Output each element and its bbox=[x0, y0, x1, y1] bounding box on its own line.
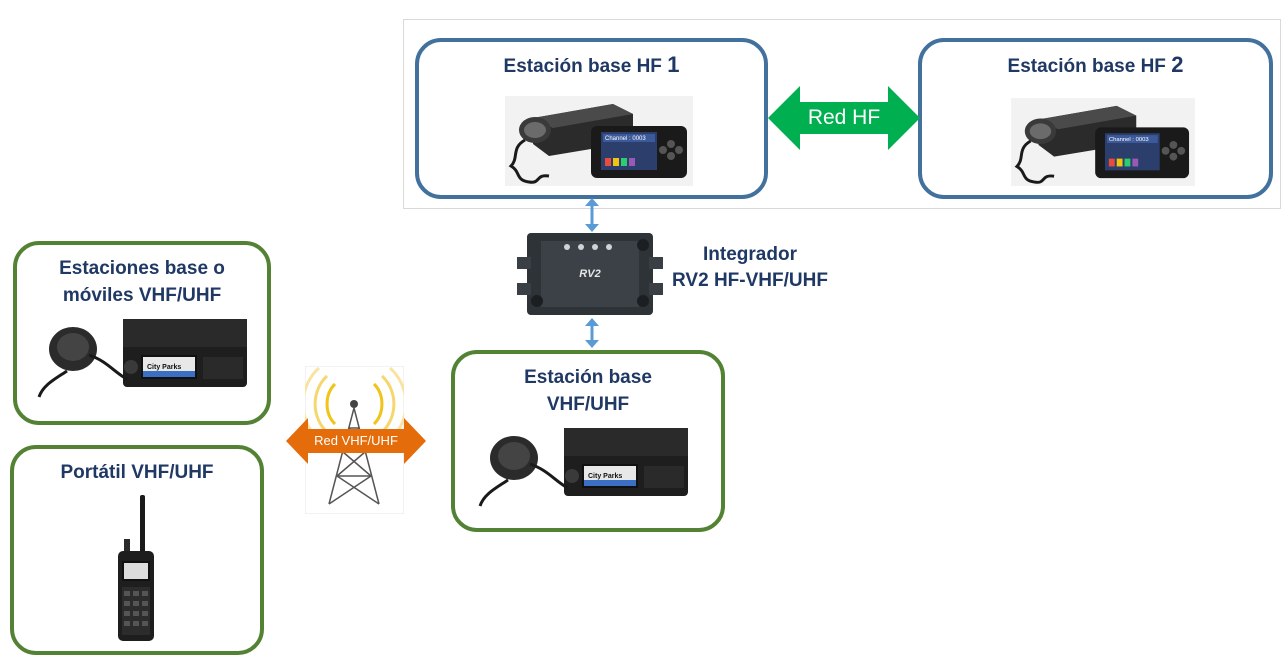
hf-network-label: Red HF bbox=[807, 106, 881, 129]
vhf-network-label: Red VHF/UHF bbox=[314, 433, 398, 448]
vhf-mobile-radio-image: City Parks bbox=[37, 319, 247, 398]
vhf-mobile-stations: Estaciones base o móviles VHF/UHF City P… bbox=[13, 241, 271, 425]
vhf-base-station: Estación base VHF/UHF City Parks bbox=[451, 350, 725, 532]
connector-arrow-bottom bbox=[585, 318, 599, 348]
vhf-mobile-stations-title: Estaciones base o móviles VHF/UHF bbox=[59, 258, 225, 306]
hf-station-2-title: Estación base HF 2 bbox=[1007, 52, 1184, 77]
hf-network-arrow bbox=[768, 86, 920, 150]
connector-arrow-top bbox=[585, 198, 599, 232]
svg-text:City Parks: City Parks bbox=[147, 364, 181, 371]
vhf-network-arrow bbox=[286, 418, 426, 464]
vhf-base-radio-image: City Parks bbox=[478, 428, 688, 507]
hf-radio-image: Channel : 0003 bbox=[1011, 98, 1195, 186]
svg-text:Channel : 0003: Channel : 0003 bbox=[605, 136, 646, 142]
rv2-integrator-device: RV2 bbox=[517, 233, 663, 315]
portable-radio-image bbox=[118, 495, 154, 641]
integrator-label: Integrador RV2 HF-VHF/UHF bbox=[672, 244, 828, 291]
svg-text:Channel : 0003: Channel : 0003 bbox=[1109, 137, 1149, 143]
hf-base-station-1: Estación base HF 1 Channel : 0003 bbox=[415, 38, 768, 199]
svg-text:City Parks: City Parks bbox=[588, 473, 622, 480]
vhf-portable: Portátil VHF/UHF bbox=[10, 445, 264, 655]
hf-radio-image: Channel : 0003 bbox=[505, 96, 693, 186]
hf-station-1-title: Estación base HF 1 bbox=[503, 52, 680, 77]
vhf-base-station-title: Estación base VHF/UHF bbox=[524, 367, 652, 415]
svg-text:RV2: RV2 bbox=[579, 268, 600, 280]
hf-base-station-2: Estación base HF 2 Channel : 0003 bbox=[918, 38, 1273, 199]
vhf-portable-title: Portátil VHF/UHF bbox=[60, 462, 214, 483]
